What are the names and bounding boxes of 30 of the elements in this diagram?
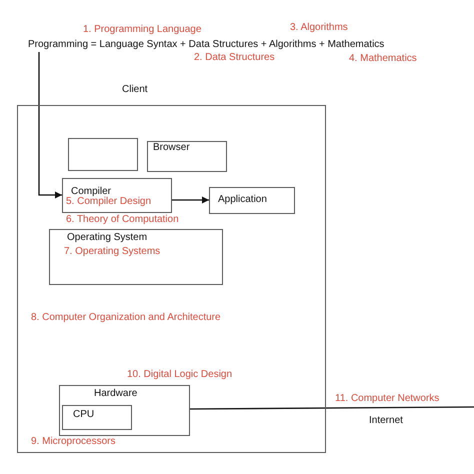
box-label: Compiler: [71, 186, 112, 197]
topic-label: 5. Compiler Design: [66, 196, 152, 208]
topic-label: 6. Theory of Computation: [66, 214, 179, 226]
process-box: [147, 141, 227, 172]
topic-label: 10. Digital Logic Design: [127, 369, 232, 381]
topic-label: 9. Microprocessors: [31, 436, 116, 448]
box-heading: Client: [122, 84, 148, 96]
empty-box: [68, 138, 138, 171]
box-label: Operating System: [67, 232, 148, 244]
topic-label: 2. Data Structures: [194, 52, 275, 64]
topic-label: 11. Computer Networks: [335, 393, 440, 405]
topic-label: 7. Operating Systems: [64, 246, 160, 258]
topic-label: 4. Mathematics: [349, 53, 417, 65]
box-label: Hardware: [94, 388, 138, 400]
process-box: [49, 229, 223, 285]
process-box: [209, 187, 295, 214]
formula-text: Programming = Language Syntax + Data Structures + Algorithms + Mathematics: [28, 39, 384, 51]
box-label: Browser: [153, 142, 190, 154]
box-label: CPU: [73, 409, 94, 421]
connector-line: [190, 406, 474, 410]
text-label: Internet: [369, 415, 403, 427]
process-box: [62, 178, 172, 213]
process-box: [59, 385, 190, 436]
arrow: [172, 196, 209, 204]
process-box: [62, 405, 132, 430]
arrow: [38, 52, 62, 198]
box-label: Application: [218, 194, 267, 206]
topic-label: 1. Programming Language: [83, 24, 202, 36]
topic-label: 8. Computer Organization and Architecture: [31, 312, 221, 324]
topic-label: 3. Algorithms: [290, 22, 348, 34]
